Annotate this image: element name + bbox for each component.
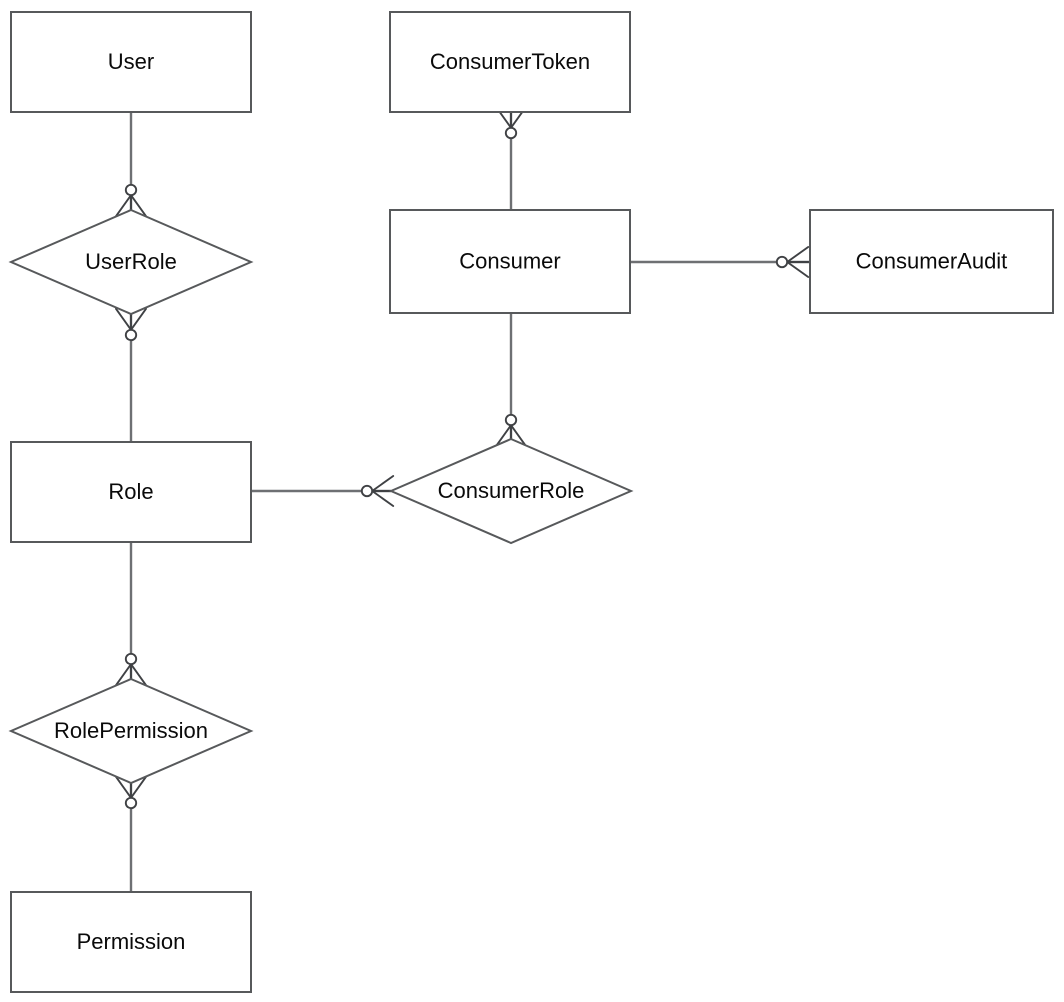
relationship-rolepermission[interactable]: RolePermission xyxy=(8,677,254,785)
optionality-circle xyxy=(124,796,138,810)
entity-box[interactable] xyxy=(389,209,631,314)
optionality-circle xyxy=(504,413,518,427)
crowfoot-prong-0 xyxy=(115,194,132,218)
entity-box[interactable] xyxy=(10,11,252,113)
entity-box[interactable] xyxy=(10,891,252,993)
connection-consumer-consumerrole[interactable] xyxy=(495,313,527,448)
entity-label: ConsumerToken xyxy=(430,49,590,74)
entity-permission[interactable]: Permission xyxy=(10,891,252,993)
crowfoot-prong-0 xyxy=(495,424,512,448)
crowfoot-marker-zero-or-many xyxy=(775,246,810,278)
crowfoot-prong-2 xyxy=(510,424,527,448)
crowfoot-marker-zero-or-many xyxy=(115,183,147,218)
connection-consumer-consumeraudit[interactable] xyxy=(630,246,810,278)
connection-role-consumerrole[interactable] xyxy=(251,475,395,507)
relationship-userrole[interactable]: UserRole xyxy=(8,208,254,316)
connection-rolepermission-permission[interactable] xyxy=(115,775,147,892)
entity-box[interactable] xyxy=(10,441,252,543)
connection-user-userrole[interactable] xyxy=(115,112,147,218)
crowfoot-marker-zero-or-many xyxy=(115,652,147,687)
optionality-circle xyxy=(775,255,789,269)
relationship-label: UserRole xyxy=(85,249,177,274)
optionality-circle xyxy=(504,126,518,140)
entity-label: ConsumerAudit xyxy=(856,248,1008,273)
crowfoot-prong-2 xyxy=(130,307,147,331)
crowfoot-marker-zero-or-many xyxy=(495,105,527,140)
crowfoot-prong-2 xyxy=(130,775,147,799)
entity-box[interactable] xyxy=(809,209,1054,314)
crowfoot-marker-zero-or-many xyxy=(115,775,147,810)
optionality-circle xyxy=(124,183,138,197)
entity-consumer[interactable]: Consumer xyxy=(389,209,631,314)
entity-label: Consumer xyxy=(459,248,560,273)
crowfoot-prong-0 xyxy=(371,475,395,492)
entity-role[interactable]: Role xyxy=(10,441,252,543)
entity-user[interactable]: User xyxy=(10,11,252,113)
optionality-circle xyxy=(124,328,138,342)
relationship-label: RolePermission xyxy=(54,718,208,743)
optionality-circle xyxy=(360,484,374,498)
entity-label: Permission xyxy=(77,929,186,954)
entity-label: Role xyxy=(108,479,153,504)
relationship-diamond[interactable] xyxy=(8,208,254,316)
crowfoot-prong-0 xyxy=(115,775,132,799)
crowfoot-prong-2 xyxy=(371,490,395,507)
crowfoot-prong-2 xyxy=(130,194,147,218)
relationship-diamond[interactable] xyxy=(388,437,634,545)
entity-label: User xyxy=(108,49,154,74)
entity-consumeraudit[interactable]: ConsumerAudit xyxy=(809,209,1054,314)
relationship-consumerrole[interactable]: ConsumerRole xyxy=(388,437,634,545)
crowfoot-prong-0 xyxy=(115,307,132,331)
crowfoot-prong-2 xyxy=(130,663,147,687)
relationship-label: ConsumerRole xyxy=(438,478,585,503)
crowfoot-prong-0 xyxy=(115,663,132,687)
relationship-diamond[interactable] xyxy=(8,677,254,785)
optionality-circle xyxy=(124,652,138,666)
crowfoot-prong-0 xyxy=(786,246,810,263)
connection-consumertoken-consumer[interactable] xyxy=(495,105,527,210)
connection-userrole-role[interactable] xyxy=(115,307,147,442)
connection-role-rolepermission[interactable] xyxy=(115,542,147,687)
crowfoot-prong-2 xyxy=(786,261,810,278)
entity-consumertoken[interactable]: ConsumerToken xyxy=(389,11,631,113)
entity-box[interactable] xyxy=(389,11,631,113)
